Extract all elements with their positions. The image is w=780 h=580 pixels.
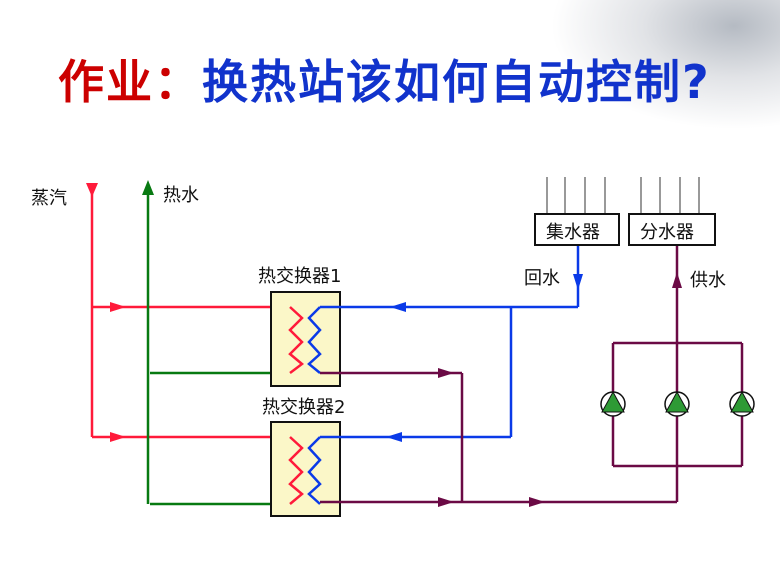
hot-water-outlet-arrow (142, 180, 154, 195)
steam-inlet-arrow (86, 183, 98, 197)
supply-up-arrow (672, 272, 682, 288)
hot-water-label: 热水 (163, 185, 199, 206)
return-arrow-hx1 (390, 302, 406, 312)
return-down-arrow (573, 274, 583, 290)
title-prefix: 作业： (58, 55, 202, 109)
hx2-water-coil (307, 436, 322, 505)
steam-arrow-hx2 (110, 432, 126, 442)
supply-arrow-hx1 (438, 368, 454, 378)
hx1-steam-coil (288, 306, 305, 374)
return-arrow-hx2 (386, 432, 402, 442)
return-water-lines (320, 246, 580, 439)
steam-label: 蒸汽 (31, 188, 67, 209)
pump-2[interactable] (664, 390, 690, 417)
supply-water-label: 供水 (690, 270, 726, 291)
header-photo (550, 0, 780, 130)
steam-arrow-hx1 (110, 302, 126, 312)
pump-3[interactable] (729, 390, 755, 417)
steam-lines (90, 186, 290, 439)
supply-arrow-hx2 (438, 497, 454, 507)
distributor-box[interactable] (628, 213, 716, 246)
supply-arrow-main (529, 497, 545, 507)
collector-branches (546, 177, 606, 214)
pump-1[interactable] (600, 390, 626, 417)
title-question: 换热站该如何自动控制? (202, 55, 711, 109)
heat-exchanger-1[interactable] (270, 291, 341, 387)
return-water-label: 回水 (524, 268, 560, 289)
collector-label: 集水器 (546, 222, 600, 243)
hx2-steam-coil (288, 436, 304, 505)
page-title: 作业： 换热站该如何自动控制? (58, 44, 711, 114)
hx1-label: 热交换器1 (258, 266, 341, 287)
distributor-label: 分水器 (640, 222, 694, 243)
hx1-water-coil (307, 306, 322, 374)
hot-water-lines (146, 192, 290, 506)
distributor-branches (640, 177, 700, 214)
collector-box[interactable] (534, 213, 620, 246)
hx2-label: 热交换器2 (262, 397, 345, 418)
